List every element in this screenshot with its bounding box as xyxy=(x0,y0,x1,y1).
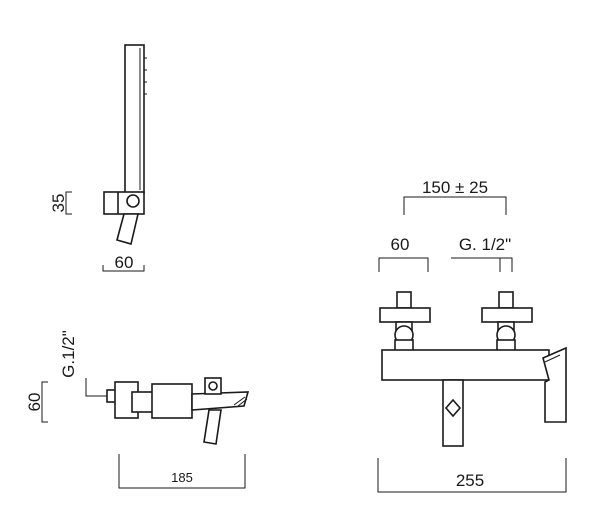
front-mixer-body xyxy=(381,349,550,381)
dim-60-side-label: 60 xyxy=(25,393,44,412)
hand-shower-handle xyxy=(124,44,145,194)
dim-60-hand-label: 60 xyxy=(115,253,134,272)
thread-label-side: G.1/2" xyxy=(59,330,78,378)
dim-185-label: 185 xyxy=(171,470,193,485)
diverter-diamond xyxy=(444,398,462,418)
dim-255-label: 255 xyxy=(456,471,484,490)
shower-outlet xyxy=(203,409,222,445)
mixer-body xyxy=(151,383,193,419)
hand-shower-view: 35 60 xyxy=(49,44,147,272)
right-handle-flange xyxy=(481,307,533,323)
dim-60-front-label: 60 xyxy=(391,235,410,254)
side-view: G.1/2" 60 185 xyxy=(25,330,250,489)
front-view: 150 ± 25 60 G. 1/2" 255 xyxy=(377,178,567,493)
left-handle-flange xyxy=(379,307,431,323)
thread-label-front: G. 1/2" xyxy=(459,235,511,254)
spout xyxy=(191,391,250,411)
dim-35-label: 35 xyxy=(49,194,68,213)
dim-150-label: 150 ± 25 xyxy=(422,178,488,197)
hose-outlet xyxy=(116,213,140,246)
front-spout xyxy=(542,346,567,423)
